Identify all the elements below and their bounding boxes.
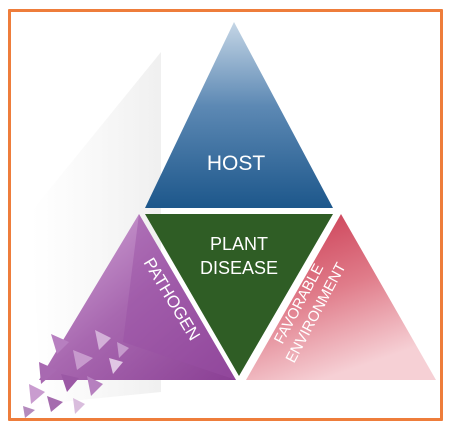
plant-disease-triangle (145, 214, 333, 376)
pathogen-triangle (39, 214, 236, 380)
diagram-frame: HOST PLANT DISEASE PATHOGEN FAVORABLE EN… (8, 9, 443, 421)
disease-triangle-diagram: HOST PLANT DISEASE PATHOGEN FAVORABLE EN… (23, 22, 436, 418)
plant-disease-label-line1: PLANT (210, 234, 268, 254)
plant-disease-label-line2: DISEASE (200, 258, 278, 278)
environment-triangle (246, 214, 436, 380)
host-triangle (145, 22, 333, 208)
host-label: HOST (207, 152, 266, 175)
shard-fragments (23, 330, 129, 418)
pathogen-facet (123, 214, 236, 380)
